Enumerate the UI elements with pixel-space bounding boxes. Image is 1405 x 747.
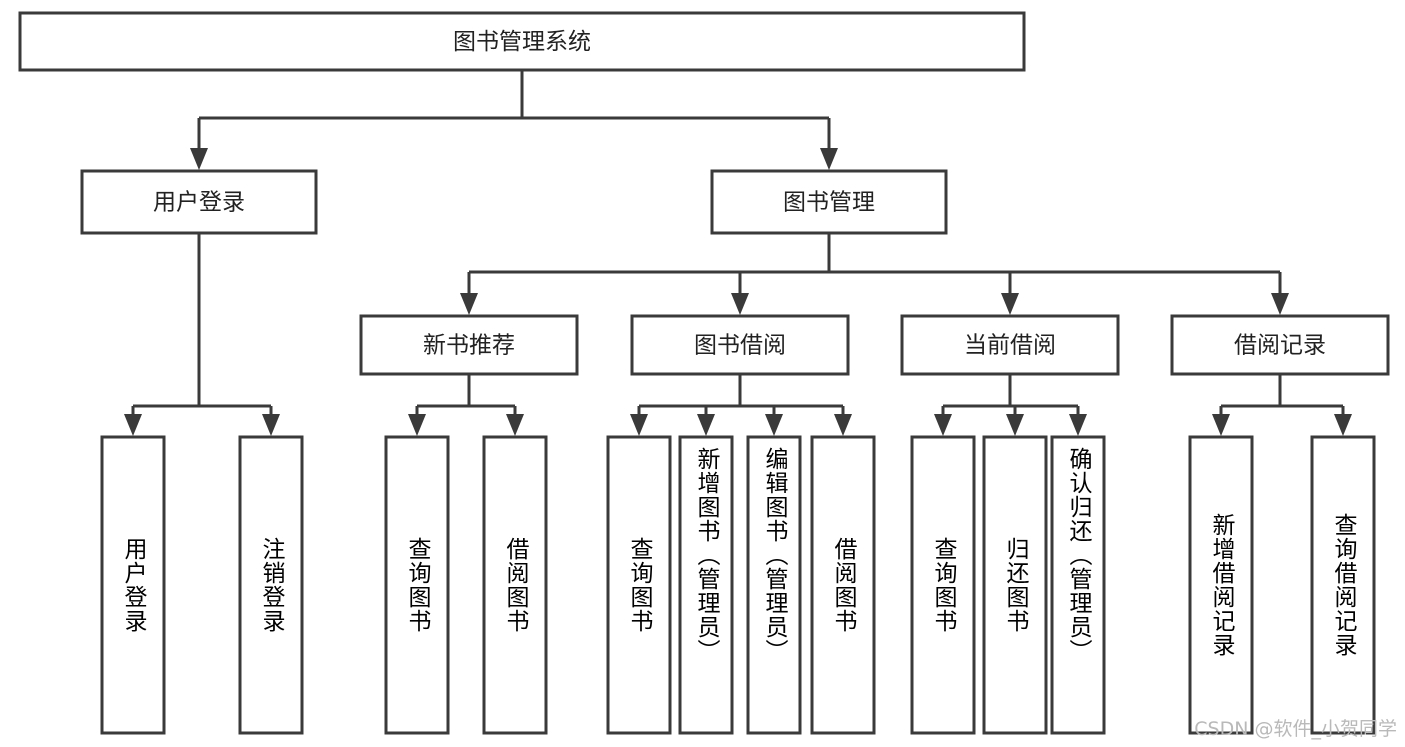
- arrow-head-icon: [1334, 414, 1352, 436]
- watermark-text: CSDN @软件_小贺同学: [1194, 718, 1397, 740]
- node-box-current-borrow[interactable]: [900, 314, 1120, 376]
- node-box-leaf-query-borrow-record[interactable]: [1310, 435, 1376, 735]
- arrow-head-icon: [1001, 293, 1019, 315]
- arrow-head-icon: [190, 148, 208, 170]
- arrow-head-icon: [1006, 414, 1024, 436]
- arrow-head-icon: [506, 414, 524, 436]
- node-box-leaf-return-book[interactable]: [982, 435, 1048, 735]
- arrow-head-icon: [1212, 414, 1230, 436]
- arrow-head-icon: [630, 414, 648, 436]
- node-label-user-login: 用户登录: [153, 190, 245, 216]
- node-box-root[interactable]: [18, 11, 1026, 72]
- node-label-book-borrow: 图书借阅: [694, 333, 786, 359]
- connectors-layer: [124, 70, 1352, 436]
- arrow-head-icon: [1069, 414, 1087, 436]
- node-box-new-book-recommend[interactable]: [359, 314, 579, 376]
- arrow-head-icon: [408, 414, 426, 436]
- arrow-head-icon: [934, 414, 952, 436]
- node-box-leaf-query-book-borrow[interactable]: [606, 435, 672, 735]
- node-box-leaf-borrow-book-borrow[interactable]: [810, 435, 876, 735]
- arrow-head-icon: [820, 148, 838, 170]
- node-box-user-login[interactable]: [80, 169, 318, 235]
- node-box-leaf-query-book-current[interactable]: [910, 435, 976, 735]
- arrow-head-icon: [460, 293, 478, 315]
- node-box-leaf-add-book-admin[interactable]: [678, 435, 734, 735]
- node-box-leaf-add-borrow-record[interactable]: [1188, 435, 1254, 735]
- node-box-borrow-record[interactable]: [1170, 314, 1390, 376]
- boxes-layer: [18, 11, 1390, 735]
- arrow-head-icon: [731, 293, 749, 315]
- node-box-leaf-edit-book-admin[interactable]: [746, 435, 802, 735]
- node-label-borrow-record: 借阅记录: [1234, 333, 1326, 359]
- arrow-head-icon: [834, 414, 852, 436]
- arrow-head-icon: [1271, 293, 1289, 315]
- node-label-current-borrow: 当前借阅: [964, 333, 1056, 359]
- node-box-leaf-borrow-book-recommend[interactable]: [482, 435, 548, 735]
- node-box-book-manage[interactable]: [710, 169, 948, 235]
- arrow-head-icon: [262, 414, 280, 436]
- arrow-head-icon: [697, 414, 715, 436]
- node-label-root: 图书管理系统: [453, 29, 591, 55]
- arrow-head-icon: [765, 414, 783, 436]
- node-label-new-book-recommend: 新书推荐: [423, 333, 515, 359]
- node-box-leaf-user-login[interactable]: [100, 435, 166, 735]
- node-box-leaf-query-book-recommend[interactable]: [384, 435, 450, 735]
- node-box-leaf-confirm-return-admin[interactable]: [1050, 435, 1106, 735]
- node-box-leaf-logout-login[interactable]: [238, 435, 304, 735]
- node-box-book-borrow[interactable]: [630, 314, 850, 376]
- arrow-head-icon: [124, 414, 142, 436]
- node-label-book-manage: 图书管理: [783, 190, 875, 216]
